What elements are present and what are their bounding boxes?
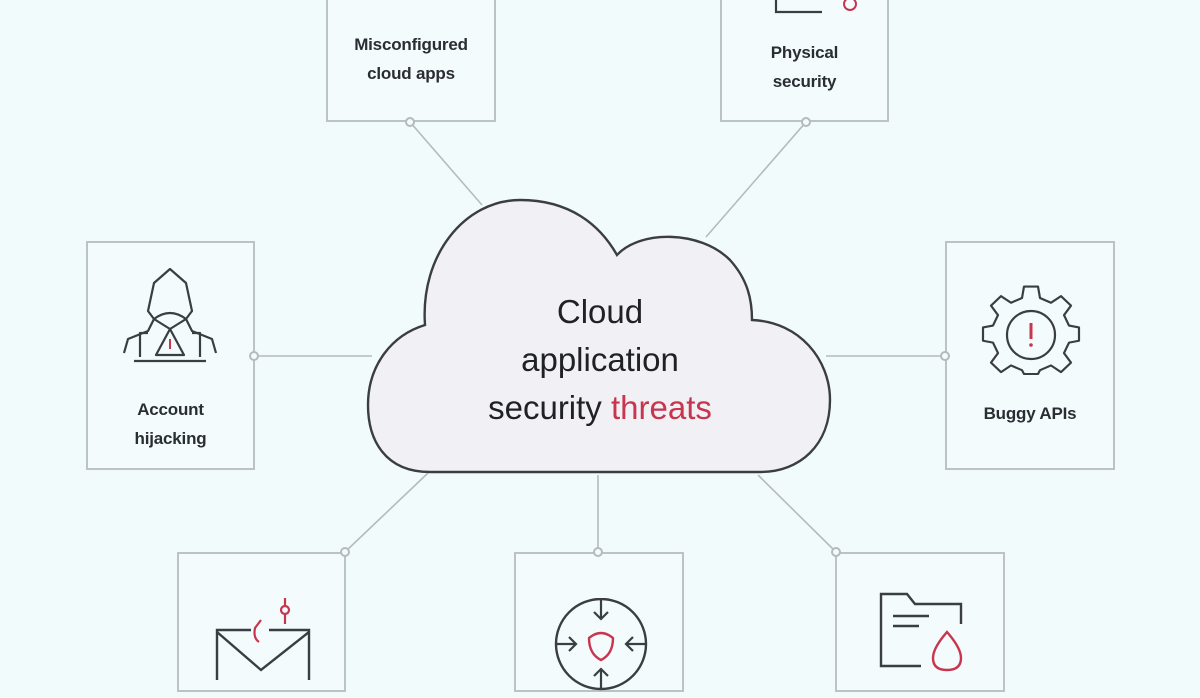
- threat-card-physical[interactable]: Physical security: [720, 0, 889, 122]
- physical-security-icon: [774, 0, 857, 14]
- gear-warning-icon: [981, 285, 1081, 376]
- connector-node-leak: [831, 547, 841, 557]
- shield-target-icon: [554, 598, 648, 691]
- cloud-title-line1: Cloud: [556, 293, 644, 330]
- label-line: Physical: [770, 43, 839, 62]
- connector-node-buggy: [940, 351, 950, 361]
- label-line: security: [772, 72, 837, 91]
- connector-node-defense: [593, 547, 603, 557]
- threat-card-buggy[interactable]: Buggy APIs: [945, 241, 1115, 470]
- connector-node-physical: [801, 117, 811, 127]
- label-line: Account: [137, 400, 204, 419]
- cloud-title-accent: threats: [610, 389, 712, 426]
- threat-label-buggy: Buggy APIs: [947, 399, 1113, 428]
- threat-card-leak[interactable]: [835, 552, 1005, 692]
- folder-leak-icon: [879, 592, 963, 672]
- hooded-hacker-icon: [122, 267, 218, 363]
- cloud-title-line2: application: [521, 341, 679, 378]
- cloud-title-line3: security threats: [420, 384, 780, 432]
- connector-misconfigured: [409, 121, 483, 206]
- cloud-title: Cloud application security threats: [420, 288, 780, 432]
- threat-label-account: Account hijacking: [88, 395, 253, 453]
- connectors-and-cloud: [254, 121, 945, 553]
- threat-card-misconfigured[interactable]: Misconfigured cloud apps: [326, 0, 496, 122]
- connector-phishing: [344, 472, 429, 553]
- threat-card-phishing[interactable]: [177, 552, 346, 692]
- phishing-envelope-icon: [215, 598, 311, 680]
- threat-label-misconfigured: Misconfigured cloud apps: [328, 30, 494, 88]
- label-line: Misconfigured: [354, 35, 468, 54]
- threat-card-account[interactable]: Account hijacking: [86, 241, 255, 470]
- label-line: Buggy APIs: [983, 404, 1077, 423]
- connector-node-misconfigured: [405, 117, 415, 127]
- cloud-shape: [366, 198, 832, 474]
- connector-physical: [705, 121, 807, 238]
- threat-label-physical: Physical security: [722, 38, 887, 96]
- label-line: hijacking: [134, 429, 207, 448]
- connector-leak: [757, 474, 837, 553]
- cloud-title-security: security: [488, 389, 602, 426]
- connector-node-phishing: [340, 547, 350, 557]
- threat-card-defense[interactable]: [514, 552, 684, 692]
- diagram-canvas: Cloud application security threats Misco…: [86, 0, 1115, 692]
- label-line: cloud apps: [367, 64, 455, 83]
- connector-node-account: [249, 351, 259, 361]
